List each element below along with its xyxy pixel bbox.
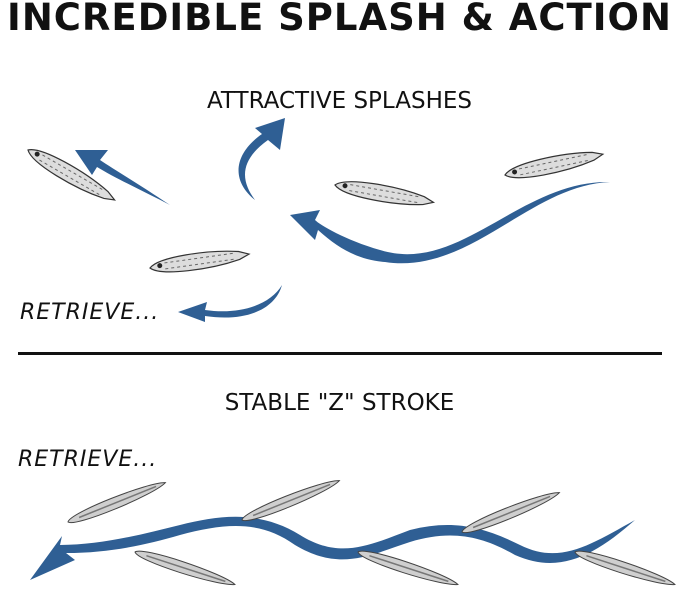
divider [18,352,662,355]
page-title: INCREDIBLE SPLASH & ACTION [7,0,672,39]
z-stroke-arrow [30,516,635,580]
section-heading-splashes: ATTRACTIVE SPLASHES [206,88,473,114]
section-heading-z-stroke: STABLE "Z" STROKE [224,390,455,416]
retrieve-label: RETRIEVE... [18,447,158,472]
arrow-curve [75,118,610,322]
retrieve-label: RETRIEVE... [20,300,160,325]
lure-icon [23,142,606,277]
